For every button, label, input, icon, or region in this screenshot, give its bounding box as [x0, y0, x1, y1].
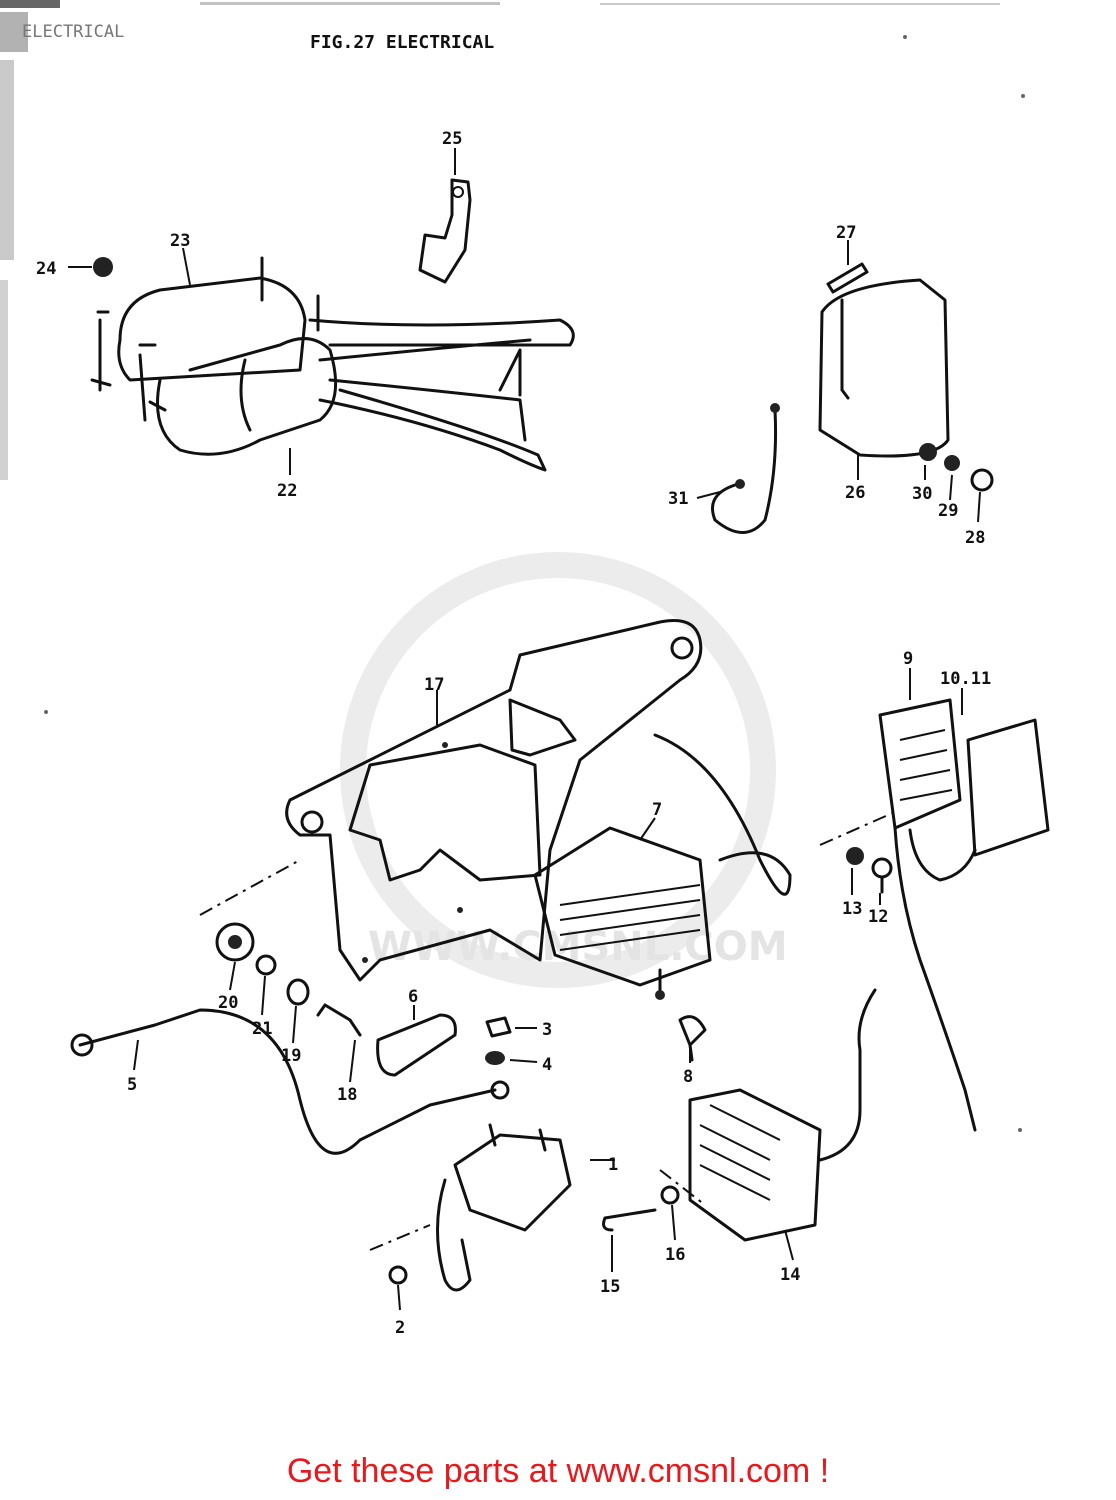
callout-4: 4: [542, 1055, 552, 1075]
cap-6: [376, 1013, 457, 1077]
callout-21: 21: [252, 1019, 272, 1039]
nut-3: [485, 1016, 512, 1038]
washer-20: [215, 922, 255, 962]
callout-30: 30: [912, 484, 932, 504]
fuse-box-9: [878, 698, 962, 830]
figure-title: FIG.27 ELECTRICAL: [310, 32, 494, 53]
callout-9: 9: [903, 649, 913, 669]
screw-2: [388, 1265, 408, 1285]
cap-nut-24: [93, 257, 113, 277]
callout-17: 17: [424, 675, 444, 695]
callout-29: 29: [938, 501, 958, 521]
header-label: ELECTRICAL: [22, 22, 124, 42]
scan-noise: [0, 0, 1025, 1132]
regulator-7: [533, 826, 712, 987]
callout-7: 7: [652, 800, 662, 820]
washer-19: [286, 978, 310, 1006]
callout-20: 20: [218, 993, 238, 1013]
mounting-plate-17: [285, 619, 703, 982]
callout-31: 31: [668, 489, 688, 509]
callout-1: 1: [608, 1155, 618, 1175]
callouts: 1 2 3 4 5 6 7 8 9 10.11 12 13 14 15 16 1…: [36, 129, 991, 1338]
callout-14: 14: [780, 1265, 800, 1285]
clamp-25: [418, 178, 472, 284]
fuse-box-cover-10-11: [966, 718, 1050, 857]
callout-27: 27: [836, 223, 856, 243]
relay-cover-26: [818, 278, 950, 458]
collar-21: [255, 954, 277, 976]
watermark-logo: WWW.CMSNL.COM: [340, 552, 788, 988]
callout-15: 15: [600, 1277, 620, 1297]
callout-19: 19: [281, 1046, 301, 1066]
washer-4: [485, 1051, 505, 1065]
callout-22: 22: [277, 481, 297, 501]
ignition-coil-assembly: [90, 256, 575, 472]
callout-26: 26: [845, 483, 865, 503]
rectifier-14: [688, 1088, 822, 1242]
callout-2: 2: [395, 1318, 405, 1338]
callout-18: 18: [337, 1085, 357, 1105]
callout-23: 23: [170, 231, 190, 251]
callout-24: 24: [36, 259, 56, 279]
callout-6: 6: [408, 987, 418, 1007]
callout-8: 8: [683, 1067, 693, 1087]
callout-12: 12: [868, 907, 888, 927]
callout-13: 13: [842, 899, 862, 919]
callout-10-11: 10.11: [940, 669, 991, 689]
fuse-27: [826, 262, 869, 294]
lead-wire-31: [711, 408, 778, 534]
callout-28: 28: [965, 528, 985, 548]
bolt-8: [678, 1015, 707, 1062]
callout-5: 5: [127, 1075, 137, 1095]
footer-cta-link[interactable]: Get these parts at www.cmsnl.com !: [286, 1452, 830, 1490]
callout-25: 25: [442, 129, 462, 149]
callout-leaders: [68, 148, 981, 1311]
bolt-18: [316, 1003, 362, 1037]
callout-16: 16: [665, 1245, 685, 1265]
starter-relay-1: [453, 1133, 572, 1232]
callout-3: 3: [542, 1020, 552, 1040]
cable-5: [78, 1008, 497, 1155]
